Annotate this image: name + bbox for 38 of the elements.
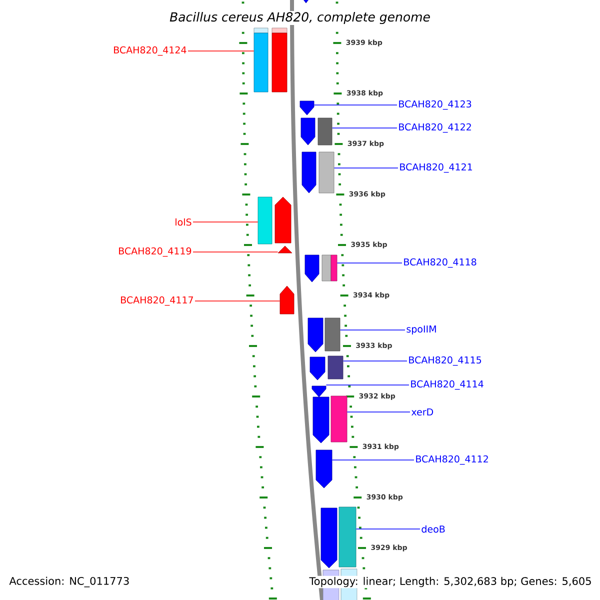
accession-text: Accession: NC_011773 bbox=[8, 576, 131, 588]
leader-line bbox=[188, 50, 254, 52]
gene-label: BCAH820_4118 bbox=[404, 258, 476, 268]
leader-line bbox=[336, 262, 402, 264]
gene-label: BCAH820_4119 bbox=[119, 247, 192, 257]
gene-label: spoIIM bbox=[406, 326, 436, 334]
gene-label: BCAH820_4115 bbox=[409, 356, 482, 366]
gene-label: BCAH820_4121 bbox=[400, 163, 472, 173]
gene-label: BCAH820_4114 bbox=[411, 380, 484, 390]
gene-glyph bbox=[254, 28, 288, 92]
gene-glyph bbox=[278, 246, 292, 254]
gene-label: BCAH820_4123 bbox=[399, 100, 472, 110]
gene-glyph bbox=[312, 386, 326, 398]
gene-label: BCAH820_4117 bbox=[121, 296, 193, 306]
gene-label: BCAH820_4112 bbox=[416, 455, 488, 465]
leader-line bbox=[326, 384, 410, 386]
gene-glyph bbox=[258, 196, 292, 244]
gene-glyph bbox=[280, 286, 294, 314]
title: Bacillus cereus AH820, complete genome bbox=[168, 10, 432, 26]
gene-glyph bbox=[308, 318, 340, 352]
gene-glyph bbox=[300, 118, 332, 146]
gene-glyph bbox=[310, 356, 344, 380]
gene-glyph bbox=[302, 152, 334, 194]
gene-glyph bbox=[312, 396, 348, 444]
gene-label: BCAH820_4124 bbox=[114, 46, 186, 56]
leader-line bbox=[342, 360, 408, 362]
leader-line bbox=[356, 528, 420, 530]
gene-glyph bbox=[304, 254, 338, 282]
leader-line bbox=[194, 300, 280, 302]
gene-glyph bbox=[300, 100, 314, 116]
gene-label: lolS bbox=[176, 218, 192, 226]
gene-glyph bbox=[316, 450, 332, 488]
genome-info-text: Topology: linear; Length: 5,302,683 bp; Genes: 5,605 bbox=[308, 576, 593, 588]
leader-line bbox=[314, 104, 398, 106]
gene-label: BCAH820_4122 bbox=[399, 123, 471, 133]
gene-label: xerD bbox=[411, 408, 434, 416]
gene-glyph bbox=[320, 506, 356, 568]
gene-label: deoB bbox=[422, 525, 445, 533]
